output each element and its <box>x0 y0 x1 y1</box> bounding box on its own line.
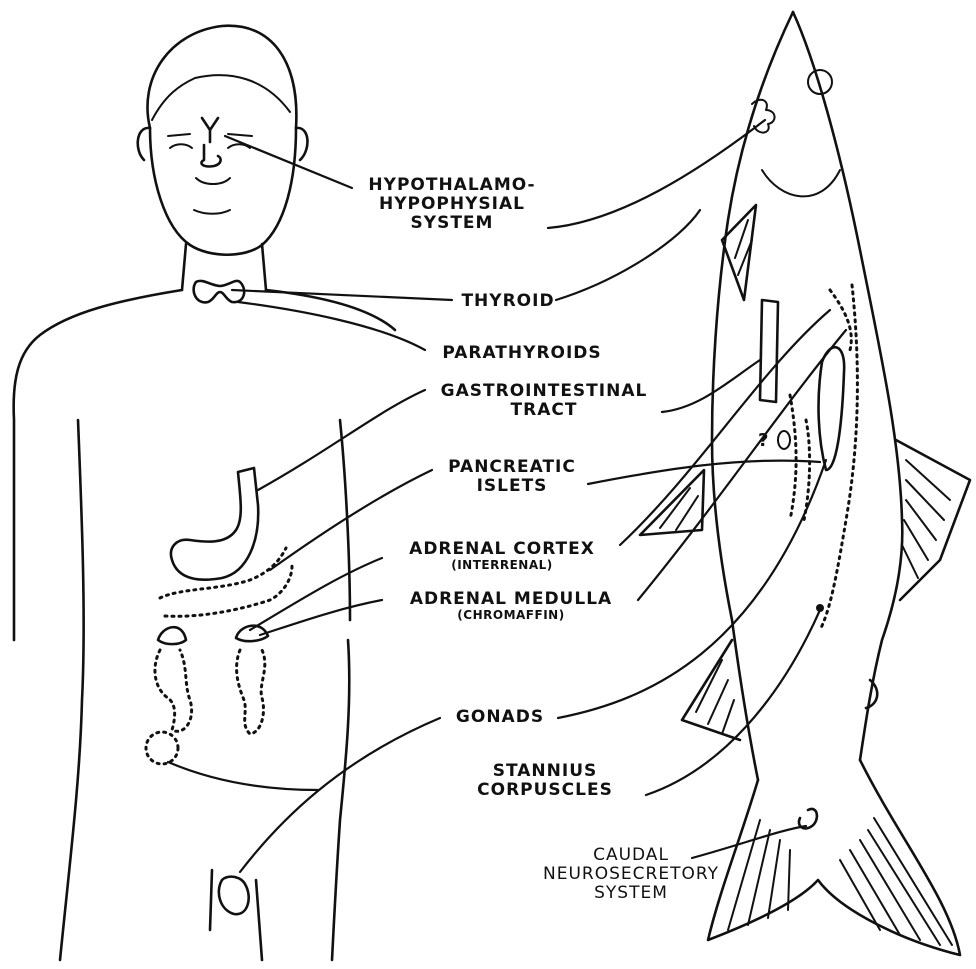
label-caudal: CAUDAL NEUROSECRETORY SYSTEM <box>518 846 744 903</box>
stomach <box>171 468 258 580</box>
label-stannius-line1: STANNIUS <box>440 762 650 781</box>
leader-cortex-fish <box>620 310 830 545</box>
human-neck-left <box>182 244 186 290</box>
leg-inner-left <box>210 870 212 930</box>
label-caudal-line1: CAUDAL <box>518 846 744 865</box>
label-gastro-line1: GASTROINTESTINAL <box>420 382 668 401</box>
label-hypothalamo-line2: HYPOPHYSIAL <box>352 195 552 214</box>
leader-gonads-testis <box>240 718 440 872</box>
label-cortex-line1: ADRENAL CORTEX <box>382 540 622 559</box>
human-head-top <box>147 26 296 128</box>
leg-inner-right <box>256 880 262 960</box>
fish-organ-ellipse <box>778 431 790 449</box>
fish-dorsal-fin-rays <box>902 460 950 578</box>
human-mouth <box>194 210 230 214</box>
human-left-shoulder-arm <box>14 290 182 640</box>
fish-right-outline <box>793 12 902 760</box>
left-kidney <box>155 650 192 731</box>
fish-dorsal-fin <box>896 440 970 600</box>
hypothalamus-mark <box>202 118 218 142</box>
label-stannius: STANNIUS CORPUSCLES <box>440 762 650 800</box>
human-left-ear <box>138 128 150 160</box>
human-right-brow <box>228 134 252 136</box>
thyroid-gland <box>194 281 245 303</box>
leader-gastro-human <box>258 390 425 490</box>
label-medulla: ADRENAL MEDULLA (CHROMAFFIN) <box>380 590 642 622</box>
label-caudal-line3: SYSTEM <box>518 884 744 903</box>
fish-caudal-fin <box>708 760 960 955</box>
fish-anal-fin-rays <box>696 660 734 734</box>
label-hypothalamo-line3: SYSTEM <box>352 214 552 233</box>
label-cortex-sub: (INTERRENAL) <box>382 559 622 572</box>
human-neck-right <box>262 244 266 290</box>
label-parathyroids: PARATHYROIDS <box>424 344 620 363</box>
label-thyroid: THYROID <box>458 292 558 311</box>
label-pancreatic-line2: ISLETS <box>432 477 592 496</box>
label-pancreatic: PANCREATIC ISLETS <box>432 458 592 496</box>
fish-gi-tract <box>760 300 778 402</box>
label-hypothalamo: HYPOTHALAMO- HYPOPHYSIAL SYSTEM <box>352 176 552 233</box>
human-nose <box>201 145 220 166</box>
human-left-brow <box>168 134 190 136</box>
human-figure <box>14 26 395 960</box>
fish-left-outline <box>712 12 793 780</box>
human-right-torso <box>332 640 349 960</box>
pancreas <box>160 548 292 616</box>
label-medulla-line1: ADRENAL MEDULLA <box>380 590 642 609</box>
leader-gastro-fish <box>662 360 760 412</box>
label-caudal-line2: NEUROSECRETORY <box>518 865 744 884</box>
testis <box>219 877 249 915</box>
fish-pancreatic-tissue <box>790 395 810 520</box>
fish-urophysis <box>799 809 817 828</box>
leader-parathyroids <box>238 302 425 350</box>
label-hypothalamo-line1: HYPOTHALAMO- <box>352 176 552 195</box>
leader-hypothalamo-human <box>225 136 352 188</box>
label-medulla-sub: (CHROMAFFIN) <box>380 609 642 622</box>
label-gonads: GONADS <box>440 708 560 727</box>
leader-thyroid-human <box>232 290 452 300</box>
label-pancreatic-line1: PANCREATIC <box>432 458 592 477</box>
human-left-eye <box>170 144 192 148</box>
right-kidney <box>237 650 265 734</box>
label-gastro-line2: TRACT <box>420 401 668 420</box>
leader-medulla-human <box>260 600 382 635</box>
leader-gonads-ovary <box>168 762 318 790</box>
leader-medulla-fish <box>638 330 846 600</box>
left-adrenal <box>158 627 186 644</box>
label-cortex: ADRENAL CORTEX (INTERRENAL) <box>382 540 622 572</box>
label-stannius-line2: CORPUSCLES <box>440 781 650 800</box>
fish-operculum <box>762 170 840 196</box>
human-hairline <box>152 75 290 120</box>
human-left-torso <box>60 420 84 960</box>
human-cheeks <box>196 178 230 184</box>
label-gastro: GASTROINTESTINAL TRACT <box>420 382 668 420</box>
fish-figure: ? <box>640 12 970 955</box>
fish-gonad <box>819 347 845 470</box>
fish-head-kidney <box>830 290 851 350</box>
fish-anal-fin <box>682 640 740 740</box>
leader-hypothalamo-fish <box>548 120 765 228</box>
human-right-ear <box>296 128 307 160</box>
ovary <box>146 732 178 764</box>
